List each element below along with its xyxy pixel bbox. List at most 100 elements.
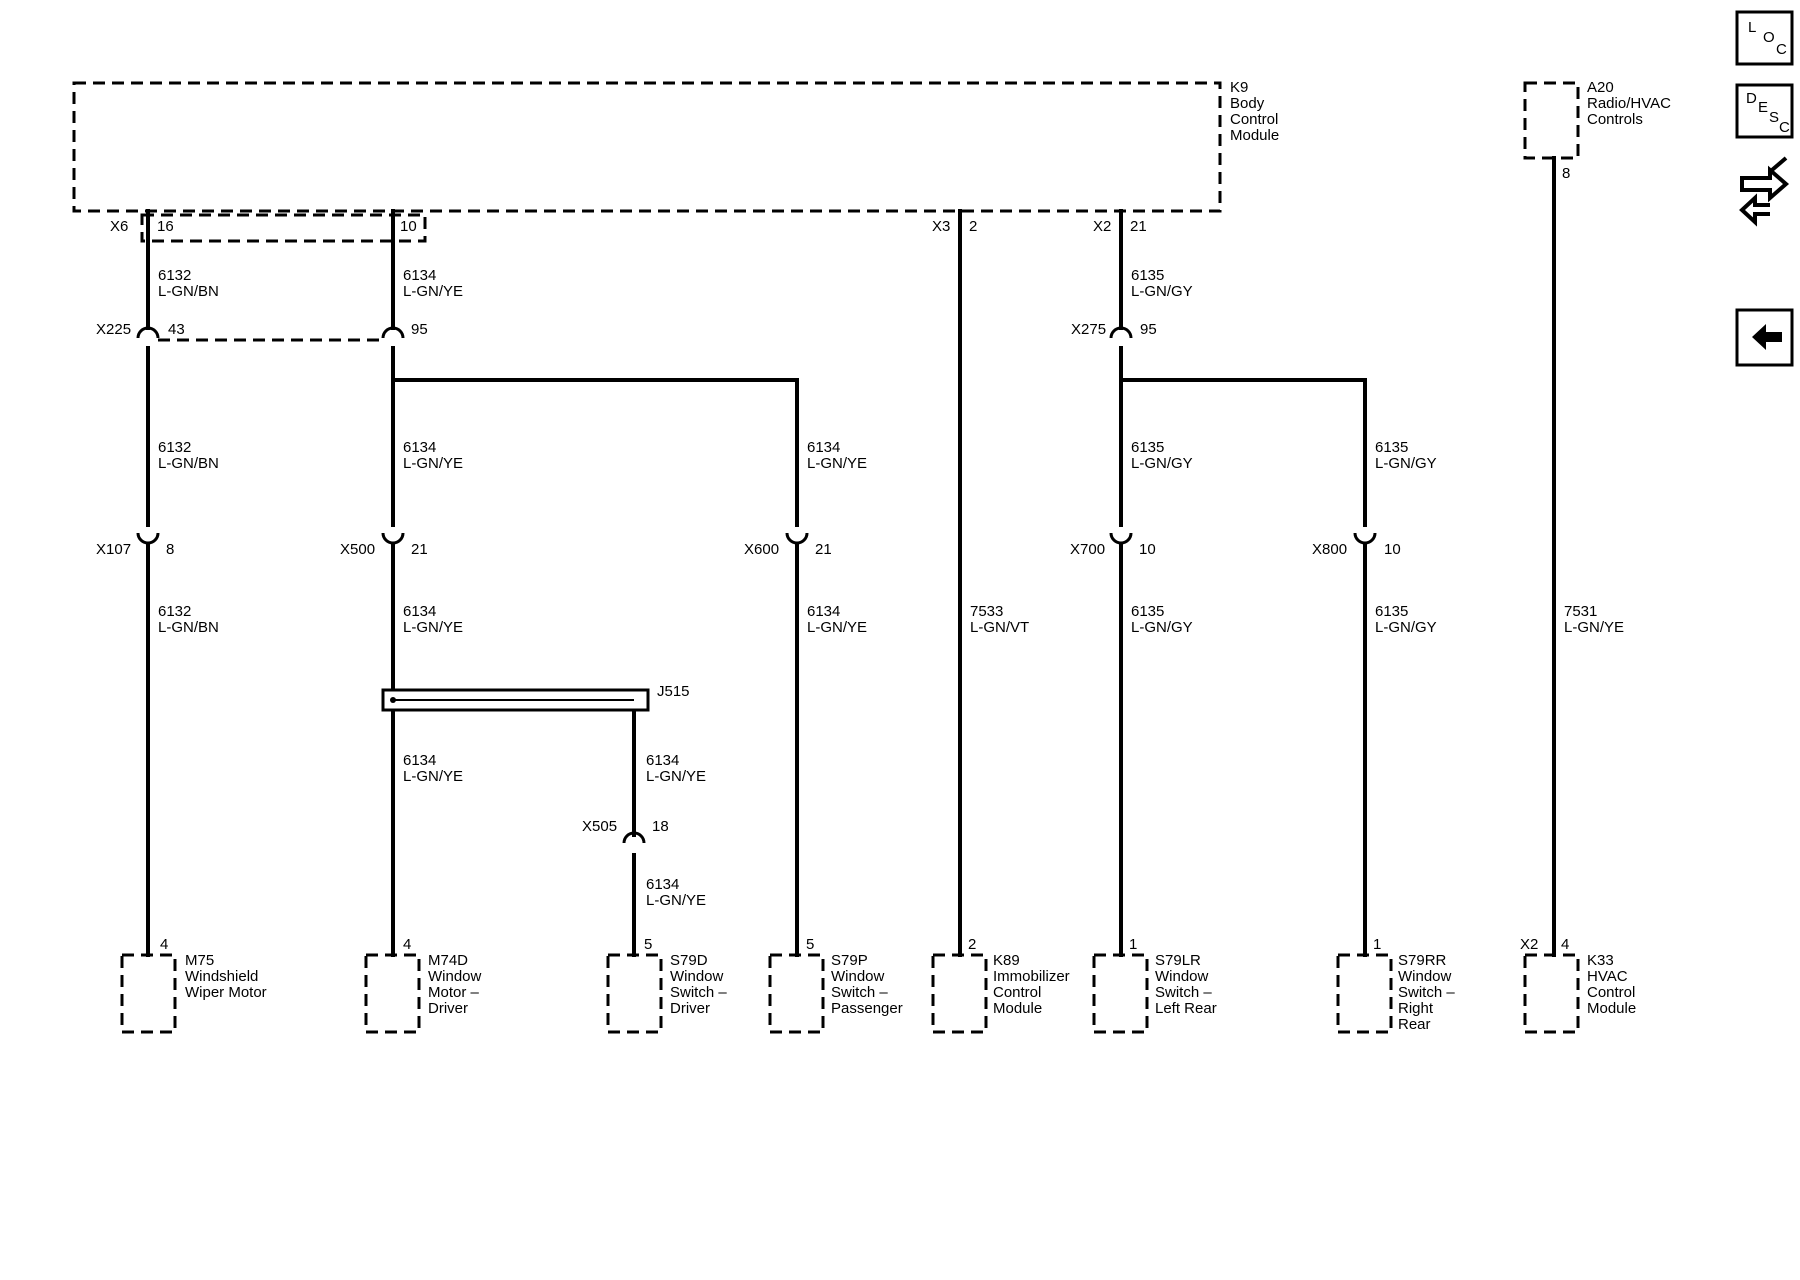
svg-text:Radio/HVAC: Radio/HVAC <box>1587 95 1671 112</box>
svg-text:6135: 6135 <box>1131 267 1164 284</box>
svg-text:4: 4 <box>160 936 168 953</box>
svg-text:43: 43 <box>168 321 185 338</box>
svg-text:C: C <box>1776 41 1787 58</box>
svg-text:J515: J515 <box>657 683 690 700</box>
svg-text:X225: X225 <box>96 321 131 338</box>
svg-text:X275: X275 <box>1071 321 1106 338</box>
svg-text:Window: Window <box>831 968 885 985</box>
svg-text:X505: X505 <box>582 818 617 835</box>
svg-text:Wiper Motor: Wiper Motor <box>185 984 267 1001</box>
svg-text:6135: 6135 <box>1375 439 1408 456</box>
svg-text:21: 21 <box>411 541 428 558</box>
svg-text:X500: X500 <box>340 541 375 558</box>
svg-text:Switch –: Switch – <box>1155 984 1212 1001</box>
svg-text:95: 95 <box>411 321 428 338</box>
svg-text:X700: X700 <box>1070 541 1105 558</box>
x6-connector-shell <box>140 213 427 243</box>
svg-text:S: S <box>1769 109 1779 126</box>
svg-text:Driver: Driver <box>670 1000 710 1017</box>
svg-text:95: 95 <box>1140 321 1157 338</box>
svg-text:C: C <box>1779 119 1790 136</box>
connector-repair-icon[interactable] <box>1739 156 1790 227</box>
svg-text:L-GN/YE: L-GN/YE <box>403 455 463 472</box>
svg-text:Right: Right <box>1398 1000 1434 1017</box>
svg-text:8: 8 <box>166 541 174 558</box>
svg-text:6134: 6134 <box>403 603 436 620</box>
svg-text:L-GN/YE: L-GN/YE <box>646 892 706 909</box>
svg-text:O: O <box>1763 29 1775 46</box>
description-button[interactable]: D E S C <box>1735 83 1794 139</box>
j515-splice-pack: J515 <box>381 683 690 712</box>
svg-text:L-GN/GY: L-GN/GY <box>1375 619 1437 636</box>
pin-16-label: 16 <box>157 218 174 235</box>
svg-text:4: 4 <box>403 936 411 953</box>
svg-text:Module: Module <box>1230 127 1279 144</box>
svg-text:L-GN/BN: L-GN/BN <box>158 619 219 636</box>
svg-text:Window: Window <box>1398 968 1452 985</box>
svg-text:L-GN/YE: L-GN/YE <box>646 768 706 785</box>
svg-text:K9: K9 <box>1230 79 1248 96</box>
load-s79d: 5 S79D Window Switch – Driver <box>606 936 727 1034</box>
svg-text:Left Rear: Left Rear <box>1155 1000 1217 1017</box>
svg-text:Immobilizer: Immobilizer <box>993 968 1070 985</box>
svg-text:L-GN/GY: L-GN/GY <box>1131 283 1193 300</box>
load-k33: X2 4 K33 HVAC Control Module <box>1520 936 1636 1034</box>
svg-text:6134: 6134 <box>403 752 436 769</box>
svg-text:Switch –: Switch – <box>1398 984 1455 1001</box>
svg-text:6134: 6134 <box>807 603 840 620</box>
svg-text:6135: 6135 <box>1131 439 1164 456</box>
svg-text:L-GN/VT: L-GN/VT <box>970 619 1029 636</box>
svg-text:6134: 6134 <box>807 439 840 456</box>
svg-text:A20: A20 <box>1587 79 1614 96</box>
svg-text:Module: Module <box>993 1000 1042 1017</box>
svg-text:L-GN/YE: L-GN/YE <box>807 619 867 636</box>
svg-text:S79D: S79D <box>670 952 708 969</box>
svg-text:6134: 6134 <box>646 876 679 893</box>
svg-text:Window: Window <box>428 968 482 985</box>
svg-text:10: 10 <box>1384 541 1401 558</box>
svg-text:1: 1 <box>1129 936 1137 953</box>
svg-text:L-GN/BN: L-GN/BN <box>158 455 219 472</box>
x6-label: X6 <box>110 218 128 235</box>
svg-text:K89: K89 <box>993 952 1020 969</box>
svg-text:6132: 6132 <box>158 603 191 620</box>
inline-connector-labels: X225 43 95 X275 95 X107 8 X500 21 X600 2… <box>96 321 1401 835</box>
svg-text:6135: 6135 <box>1131 603 1164 620</box>
svg-text:Rear: Rear <box>1398 1016 1431 1033</box>
svg-text:X600: X600 <box>744 541 779 558</box>
svg-text:6135: 6135 <box>1375 603 1408 620</box>
svg-text:L-GN/YE: L-GN/YE <box>1564 619 1624 636</box>
inline-connector-symbols <box>136 326 1377 844</box>
svg-text:5: 5 <box>644 936 652 953</box>
svg-text:L-GN/GY: L-GN/GY <box>1131 455 1193 472</box>
svg-text:Module: Module <box>1587 1000 1636 1017</box>
svg-text:X107: X107 <box>96 541 131 558</box>
x3-label: X3 <box>932 218 950 235</box>
back-button[interactable] <box>1735 308 1794 367</box>
svg-text:6134: 6134 <box>403 267 436 284</box>
svg-text:Motor –: Motor – <box>428 984 480 1001</box>
k9-body-control-module: K9 Body Control Module <box>72 79 1279 213</box>
location-button[interactable]: L O C <box>1735 10 1794 66</box>
svg-text:L-GN/GY: L-GN/GY <box>1131 619 1193 636</box>
svg-text:Windshield: Windshield <box>185 968 258 985</box>
svg-text:L-GN/YE: L-GN/YE <box>403 768 463 785</box>
svg-text:Driver: Driver <box>428 1000 468 1017</box>
load-s79lr: 1 S79LR Window Switch – Left Rear <box>1092 936 1217 1034</box>
svg-text:S79P: S79P <box>831 952 868 969</box>
a20-pin-8-label: 8 <box>1562 165 1570 182</box>
pin-2-label: 2 <box>969 218 977 235</box>
svg-text:Switch –: Switch – <box>670 984 727 1001</box>
svg-text:E: E <box>1758 99 1768 116</box>
svg-text:M75: M75 <box>185 952 214 969</box>
load-s79rr: 1 S79RR Window Switch – Right Rear <box>1336 936 1455 1034</box>
a20-radio-hvac-controls: A20 Radio/HVAC Controls <box>1523 79 1671 160</box>
load-m74d: 4 M74D Window Motor – Driver <box>364 936 482 1034</box>
svg-text:Passenger: Passenger <box>831 1000 903 1017</box>
svg-text:2: 2 <box>968 936 976 953</box>
svg-text:Control: Control <box>993 984 1041 1001</box>
load-k89: 2 K89 Immobilizer Control Module <box>931 936 1070 1034</box>
svg-text:Window: Window <box>670 968 724 985</box>
svg-text:L-GN/YE: L-GN/YE <box>807 455 867 472</box>
